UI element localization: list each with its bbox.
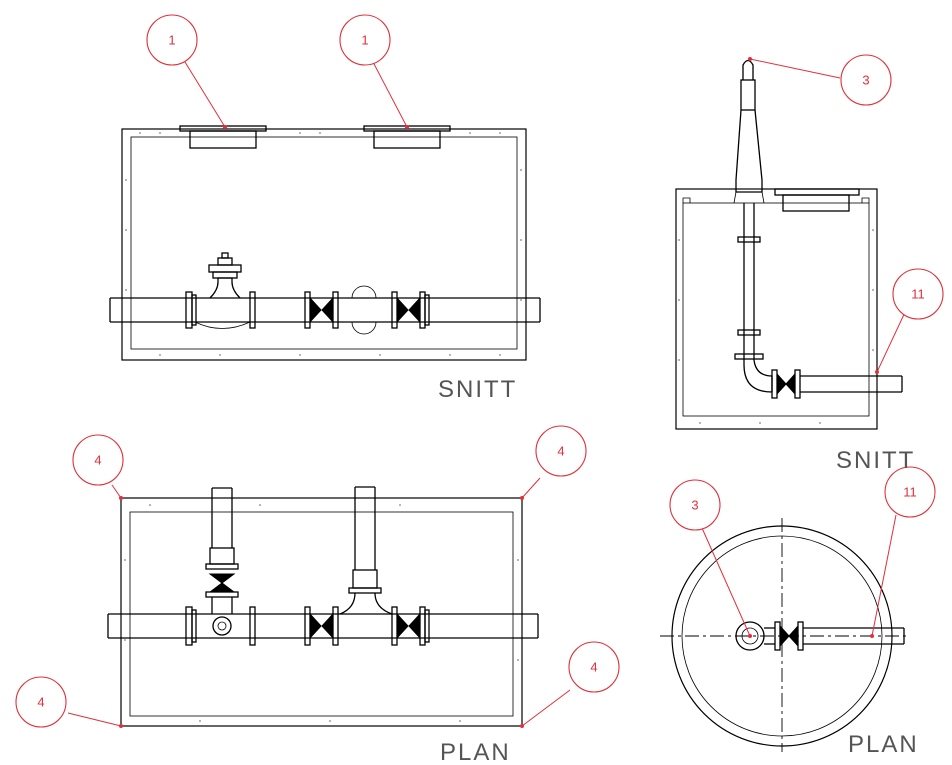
manhole-cover-section-right [774,188,860,212]
chamber-outer-wall [121,128,527,361]
svg-text:4: 4 [37,695,44,710]
branch-left [205,487,239,636]
callout-11b: 11 [884,466,936,518]
svg-text:1: 1 [168,33,175,48]
hydrant-riser [733,59,903,399]
svg-text:1: 1 [361,33,368,48]
callout-11a: 11 [892,268,944,320]
svg-text:11: 11 [911,287,925,302]
concrete-hatch [125,132,522,356]
chamber-inner-wall [130,136,518,350]
svg-text:4: 4 [590,660,597,675]
branch-right [339,486,393,615]
plan-view-left [107,486,539,727]
concrete-hatch-plan [124,504,519,722]
svg-text:4: 4 [94,453,101,468]
view-title-plan-right: PLAN [848,731,919,758]
callout-4b: 4 [535,425,587,477]
callout-1b: 1 [339,14,391,66]
section-view-left [109,125,541,361]
callout-4a: 4 [72,434,124,486]
callout-4c: 4 [15,676,67,728]
svg-text:11: 11 [903,485,917,500]
leader-endpoints [119,57,879,728]
plan-outer-wall [120,497,523,727]
gate-valve-1 [309,296,334,324]
svg-text:3: 3 [862,73,869,88]
svg-text:3: 3 [691,498,698,513]
leader-lines [67,58,908,727]
gate-valve-plan-1 [309,612,334,640]
callout-4d: 4 [568,641,620,693]
view-title-snitt-left: SNITT [438,376,517,403]
riser-plan [735,621,905,651]
plan-view-right [660,518,906,752]
gate-valve-plan-2 [396,612,421,640]
view-title-snitt-right: SNITT [836,447,915,474]
main-pipe-section [109,285,541,335]
callout-3a: 3 [840,54,892,106]
gate-valve-2 [396,296,421,324]
chamber-inner-wall-right [682,202,870,417]
callout-3b: 3 [669,479,721,531]
callout-1a: 1 [146,14,198,66]
air-valve [194,252,251,329]
view-title-plan-left: PLAN [440,739,511,765]
manhole-cover-left [179,125,267,149]
section-view-right [675,59,903,430]
concrete-hatch-right [678,229,874,424]
svg-text:4: 4 [557,444,564,459]
